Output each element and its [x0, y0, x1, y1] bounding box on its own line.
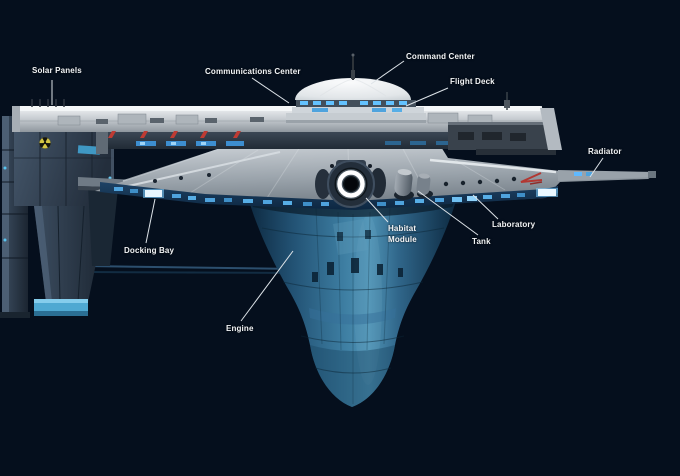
leader-tank — [417, 190, 479, 236]
leader-docking-bay — [145, 198, 156, 244]
label-laboratory: Laboratory — [492, 220, 536, 229]
leader-command-center — [370, 60, 405, 85]
label-tank: Tank — [472, 237, 491, 246]
leader-habitat-module — [365, 197, 389, 223]
command-dome — [286, 53, 426, 123]
label-engine: Engine — [226, 324, 254, 333]
engine-cone — [247, 196, 458, 407]
docking-bay-window — [145, 190, 162, 197]
propellant-tanks — [394, 169, 433, 200]
label-command-center: Command Center — [406, 52, 475, 61]
leader-engine — [240, 250, 294, 322]
dome-antenna — [351, 53, 355, 80]
label-docking-bay: Docking Bay — [124, 246, 175, 255]
habitat-port — [315, 160, 386, 208]
label-solar-panels: Solar Panels — [32, 66, 82, 75]
leader-laboratory — [472, 194, 499, 220]
label-flight-deck: Flight Deck — [450, 77, 495, 86]
label-radiator: Radiator — [588, 147, 622, 156]
radiator-arm — [558, 170, 656, 181]
radiation-hazard-icon — [39, 137, 51, 149]
solar-panel-masts — [31, 99, 65, 107]
hull-red-markings — [108, 131, 241, 138]
port-boom — [82, 260, 299, 276]
wing-window-band — [100, 182, 558, 210]
wing-chevron-marking — [520, 172, 543, 185]
label-communications-center: Communications Center — [205, 67, 301, 76]
label-habitat-module: Habitat Module — [388, 224, 417, 244]
leader-flight-deck — [405, 87, 449, 107]
leader-communications-center — [251, 77, 290, 104]
leader-lines — [51, 60, 604, 322]
leader-radiator — [589, 157, 604, 178]
laboratory-window — [467, 196, 477, 201]
